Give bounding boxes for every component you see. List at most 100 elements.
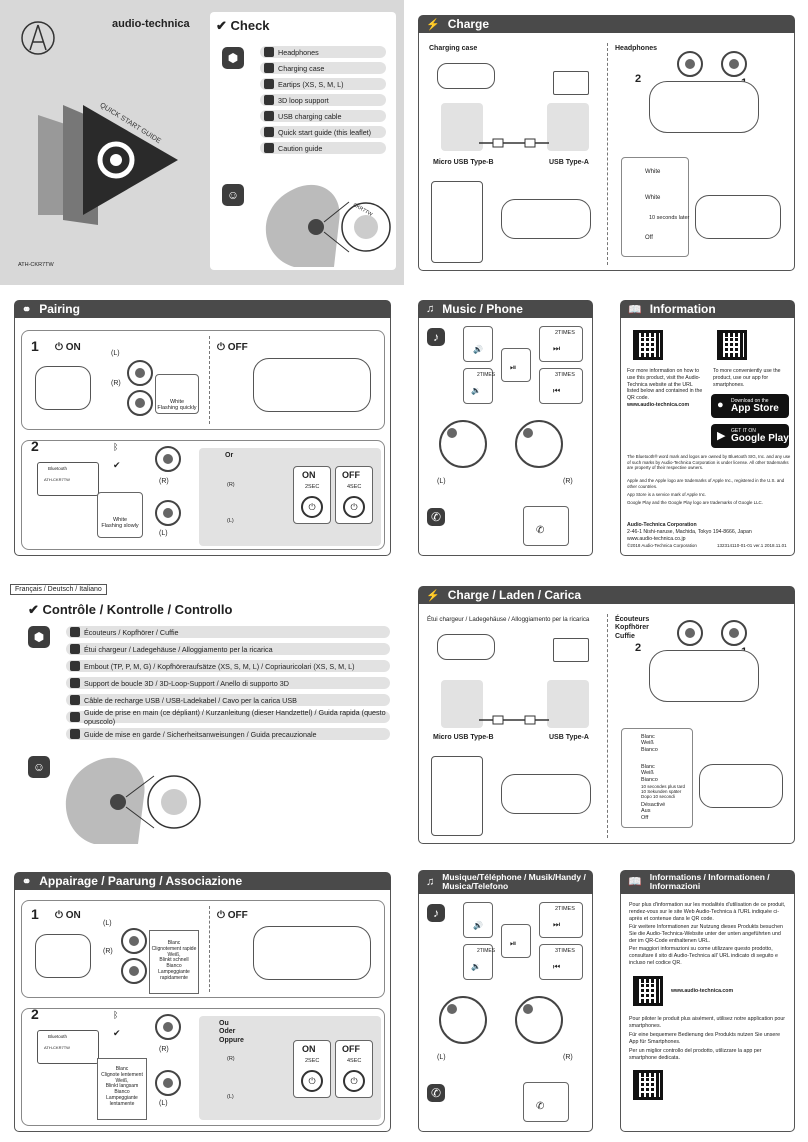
music-note-icon: ♫	[426, 875, 435, 888]
leaflet-icon	[264, 127, 274, 137]
case-icon	[70, 644, 80, 654]
or-label: Ou Oder Oppure	[219, 1020, 244, 1044]
tap-2-times: 2TIMES	[555, 330, 575, 336]
volume-up-tap: 🔊	[463, 326, 493, 362]
right-label: (R)	[103, 948, 113, 955]
check-item: Eartips (XS, S, M, L)	[260, 78, 386, 90]
status-timeline	[621, 728, 693, 828]
left-label: (L)	[227, 518, 234, 524]
check-item: Câble de recharge USB / USB-Ladekabel / …	[66, 694, 390, 706]
loop-icon	[70, 678, 80, 688]
check-panel: ✔ Check ⬢ Headphones Charging case Earti…	[210, 12, 396, 270]
earbud-right-illustration	[155, 1014, 181, 1040]
on-label: ⏻ ON	[55, 342, 81, 353]
usb-cable-icon	[479, 138, 549, 148]
earbud-right-illustration	[155, 446, 181, 472]
charge-ml-header: ⚡Charge / Laden / Carica	[418, 586, 795, 604]
earbud-right-illustration	[721, 620, 747, 646]
music-note-icon: ♫	[426, 303, 435, 315]
volume-up-icon: 🔊	[473, 921, 483, 930]
legal-notice-1: The Bluetooth® word mark and logos are o…	[627, 454, 791, 471]
earbud-left-illustration	[127, 360, 153, 386]
caution-icon	[70, 729, 80, 739]
power-button-icon: ⏻	[301, 496, 323, 518]
company-url[interactable]: www.audio-technica.co.jp	[627, 536, 686, 542]
laptop-illustration	[553, 638, 589, 662]
website-url[interactable]: www.audio-technica.com	[671, 988, 734, 994]
bluetooth-icon: ᛒ	[113, 442, 119, 452]
smartphone-screen-illustration: Bluetooth ATH-CKR7TW	[37, 462, 99, 496]
white-status-1: Blanc Weiß Bianco	[641, 734, 658, 753]
book-icon: 📖	[628, 875, 642, 888]
music-panel: ♪ 🔊 ⏯ 2TIMES ⏭ 2TIMES 🔉 3TIMES ⏮ (L) (R)…	[418, 318, 593, 556]
on-button-label: ON	[302, 1044, 316, 1054]
music-header: ♫Music / Phone	[418, 300, 593, 318]
wear-icon: ☺	[28, 756, 50, 778]
right-label: (R)	[227, 1056, 235, 1062]
off-label: ⏻ OFF	[217, 910, 248, 921]
left-label: (L)	[159, 530, 168, 537]
earbud-left-illustration	[155, 1070, 181, 1096]
earbud-right-illustration	[515, 420, 563, 468]
charging-case-illustration	[437, 63, 495, 89]
check-item: Guide de mise en garde / Sicherheitsanwe…	[66, 728, 390, 740]
on-button-label: ON	[302, 470, 316, 480]
music-ml-header: ♫Musique/Téléphone / Musik/Handy / Music…	[418, 870, 593, 894]
hold-2-seconds: 2SEC	[305, 1058, 320, 1064]
micro-usb-port-detail	[441, 103, 483, 151]
earbud-left-illustration	[677, 620, 703, 646]
headphones-icon	[264, 47, 274, 57]
eartips-icon	[264, 79, 274, 89]
phone-icon: ✆	[427, 508, 445, 526]
model-number: ATH-CKR7TW	[18, 262, 54, 268]
case-return-illustration	[253, 358, 371, 412]
website-url[interactable]: www.audio-technica.com	[627, 402, 690, 408]
device-list-item: ATH-CKR7TW	[44, 1045, 70, 1050]
earbud-right-illustration	[515, 996, 563, 1044]
next-track-tap	[539, 902, 583, 938]
legal-notice-4: Google Play and the Google Play logo are…	[627, 500, 763, 505]
info-header: 📖Information	[620, 300, 795, 318]
smartphone-screen-illustration: Bluetooth ATH-CKR7TW	[37, 1030, 99, 1064]
previous-track-tap	[539, 368, 583, 404]
led-indicator-table	[431, 756, 483, 836]
on-instruction-card	[293, 466, 331, 524]
head-wearing-earbud-illustration	[265, 184, 391, 267]
hold-2-seconds: 2SEC	[305, 484, 320, 490]
step-1: 1	[31, 906, 39, 922]
or-label: Or	[225, 452, 234, 459]
audio-technica-logo-icon	[21, 21, 55, 55]
pairing-step-1-box	[21, 330, 385, 430]
headphones-label: Headphones	[615, 45, 658, 52]
check-item: 3D loop support	[260, 94, 386, 106]
tap-2-times: 2TIMES	[555, 906, 575, 912]
right-label: (R)	[563, 1054, 573, 1061]
micro-usb-label: Micro USB Type-B	[433, 734, 494, 741]
app-store-button[interactable]: ● Download on the App Store	[711, 394, 789, 418]
charge-panel: Charging case Headphones Micro USB Type-…	[418, 33, 795, 271]
music-note-icon: ♪	[427, 904, 445, 922]
device-list-item: ATH-CKR7TW	[44, 477, 70, 482]
right-label: (R)	[111, 380, 121, 387]
left-label: (L)	[227, 1094, 234, 1100]
micro-usb-label: Micro USB Type-B	[433, 159, 494, 166]
volume-up-icon: 🔊	[473, 345, 483, 354]
answer-call-tap: ✆	[523, 1082, 569, 1122]
copyright: ©2018 Audio-Technica Corporation	[627, 543, 697, 548]
pairing-header: ⚭Pairing	[14, 300, 391, 318]
checkmark-icon: ✔	[28, 602, 43, 617]
divider	[607, 614, 608, 838]
earbud-left-illustration	[121, 928, 147, 954]
app-qr-code	[633, 1070, 663, 1100]
power-button-icon: ⏻	[301, 1070, 323, 1092]
step-2-label: 2	[635, 73, 642, 85]
bluetooth-setting-label: Bluetooth	[48, 1034, 68, 1039]
check-ml-title: ✔ Contrôle / Kontrolle / Controllo	[28, 602, 233, 617]
google-play-button[interactable]: ▶ GET IT ON Google Play	[711, 424, 789, 448]
left-label: (L)	[111, 350, 120, 357]
leaflet-icon	[70, 712, 80, 722]
cable-icon	[264, 111, 274, 121]
white-status-2: White	[645, 195, 661, 201]
app-qr-code	[717, 330, 747, 360]
info-panel: For more information on how to use this …	[620, 318, 795, 556]
